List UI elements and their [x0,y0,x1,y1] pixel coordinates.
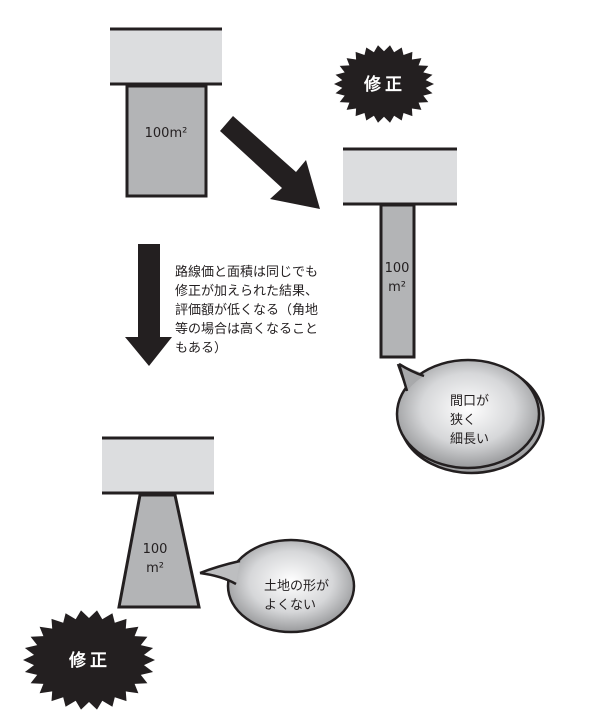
lot-rectangular [125,84,208,198]
lot-rectangular-area: 100m² [145,126,188,141]
bubble-narrow-line-2: 狭く [450,413,476,428]
bubble-narrow-line-3: 細長い [450,432,489,447]
explanation-line-1: 路線価と面積は同じでも [175,264,318,280]
speech-bubble-narrow [395,358,545,475]
diagonal-arrow-icon [220,116,320,209]
correction-label-2: 修正 [68,650,111,671]
correction-label-1: 修正 [363,74,406,95]
lot-narrow-area-unit: m² [388,280,406,295]
explanation-line-3: 評価額が低くなる（角地 [175,303,318,318]
lot-narrow [379,203,416,359]
explanation-line-2: 修正が加えられた結果、 [175,284,318,299]
lot-trapezoid [117,493,201,609]
explanation-text: 路線価と面積は同じでも 修正が加えられた結果、 評価額が低くなる（角地 等の場合… [175,264,318,356]
explanation-line-4: 等の場合は高くなること [175,321,318,337]
road-bottom [102,436,214,495]
road-top-left [110,27,222,86]
down-arrow-icon [125,244,172,366]
bubble-shape-line-1: 土地の形が [264,579,329,594]
lot-trapezoid-area-number: 100 [143,542,168,557]
speech-bubble-shape [199,538,356,634]
road-right [343,147,457,206]
bubble-narrow-line-1: 間口が [450,394,489,409]
correction-starburst-2 [23,610,155,710]
bubble-shape-line-2: よくない [264,598,316,613]
lot-trapezoid-area-unit: m² [146,561,164,576]
lot-narrow-area-number: 100 [385,261,410,276]
correction-starburst-1 [334,45,434,123]
explanation-line-5: もある） [175,341,227,356]
